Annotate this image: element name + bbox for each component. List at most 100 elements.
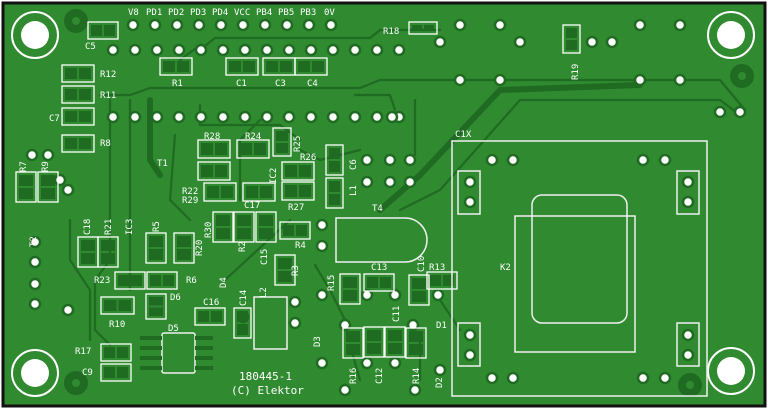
smd-footprint — [562, 24, 581, 54]
label-t2: T2 — [29, 236, 39, 247]
through-hole-pad — [513, 35, 527, 49]
smd-pad — [380, 277, 391, 288]
smd-footprint — [203, 182, 237, 202]
through-hole-pad — [28, 277, 42, 291]
through-hole-pad — [41, 148, 55, 162]
through-hole-pad — [360, 356, 374, 370]
smd-footprint — [114, 271, 146, 290]
through-hole-pad — [360, 288, 374, 302]
smd-footprint — [363, 273, 395, 292]
smd-pad — [163, 275, 174, 286]
smd-footprint — [100, 296, 135, 315]
smd-pad — [201, 143, 213, 155]
smd-pad — [215, 143, 227, 155]
pin-label-0v: 0V — [324, 8, 335, 18]
smd-footprint — [159, 57, 193, 76]
smd-footprint — [100, 343, 132, 362]
through-hole-pad — [128, 110, 142, 124]
through-hole-pad — [431, 288, 445, 302]
smd-pad — [81, 253, 95, 264]
label-d1: D1 — [436, 321, 447, 331]
smd-pad — [177, 249, 191, 260]
smd-pad — [285, 165, 297, 177]
smd-pad — [118, 300, 131, 311]
smd-pad — [215, 165, 227, 177]
label-r7: R7 — [19, 161, 29, 172]
smd-pad — [104, 25, 115, 36]
label-c15: C15 — [260, 249, 270, 265]
through-hole-pad — [633, 73, 647, 87]
smd-pad — [211, 311, 222, 322]
smd-footprint — [339, 273, 361, 305]
label-c9: C9 — [82, 368, 93, 378]
through-hole-pad — [463, 348, 477, 362]
through-hole-pad — [493, 18, 507, 32]
smd-footprint — [325, 177, 344, 209]
smd-pad — [276, 131, 288, 141]
smd-pad — [367, 330, 381, 341]
label-r29: R29 — [182, 196, 198, 206]
through-hole-pad — [326, 43, 340, 57]
smd-pad — [79, 89, 91, 100]
smd-pad — [412, 278, 426, 289]
smd-pad — [216, 215, 230, 226]
through-hole-pad — [338, 383, 352, 397]
through-hole-pad — [713, 105, 727, 119]
smd-pad — [412, 291, 426, 302]
through-hole-pad — [106, 43, 120, 57]
smd-pad — [149, 249, 163, 260]
through-hole-pad — [126, 18, 140, 32]
through-hole-pad — [681, 175, 695, 189]
smd-pad — [117, 367, 128, 378]
smd-pad — [41, 175, 55, 186]
smd-pad — [237, 311, 248, 322]
through-hole-pad — [61, 303, 75, 317]
through-hole-pad — [216, 110, 230, 124]
smd-pad — [276, 143, 288, 153]
smd-pad — [285, 185, 297, 197]
smd-pad — [216, 228, 230, 239]
label-c18: C18 — [83, 219, 93, 235]
through-hole-pad — [172, 43, 186, 57]
through-hole-pad — [304, 43, 318, 57]
through-hole-pad — [403, 175, 417, 189]
smd-pad — [101, 253, 115, 264]
smd-footprint — [145, 293, 167, 320]
smd-pad — [207, 186, 219, 198]
label-c1: C1 — [236, 79, 247, 89]
label-c7: C7 — [49, 114, 60, 124]
through-hole-pad — [433, 35, 447, 49]
pin-label-pd3: PD3 — [190, 8, 206, 18]
label-k2: K2 — [500, 263, 511, 273]
board-id-label: 180445-1 — [239, 370, 292, 383]
smd-pad — [299, 185, 311, 197]
label-l1: L1 — [349, 185, 359, 196]
label-t4: T4 — [372, 204, 383, 214]
smd-footprint — [197, 161, 231, 181]
smd-pad — [229, 61, 241, 72]
smd-pad — [278, 258, 292, 269]
smd-pad — [424, 25, 434, 31]
smd-pad — [346, 344, 360, 355]
smd-pad — [149, 307, 163, 316]
smd-pad — [65, 111, 77, 122]
through-hole-pad — [150, 110, 164, 124]
through-hole-pad — [385, 110, 399, 124]
through-hole-pad — [485, 371, 499, 385]
label-r18: R18 — [383, 27, 399, 37]
through-hole-pad — [216, 43, 230, 57]
label-r1: R1 — [172, 79, 183, 89]
through-hole-pad — [636, 153, 650, 167]
label-r17: R17 — [75, 347, 91, 357]
label-r8: R8 — [100, 139, 111, 149]
smd-footprint — [281, 161, 315, 181]
through-hole-pad — [433, 363, 447, 377]
label-l2: L2 — [259, 287, 269, 298]
through-hole-pad — [236, 18, 250, 32]
smd-pad — [104, 300, 117, 311]
smd-footprint — [426, 271, 458, 290]
smd-pad — [278, 271, 292, 282]
through-hole-pad — [128, 43, 142, 57]
through-hole-pad — [28, 297, 42, 311]
through-hole-pad — [370, 110, 384, 124]
